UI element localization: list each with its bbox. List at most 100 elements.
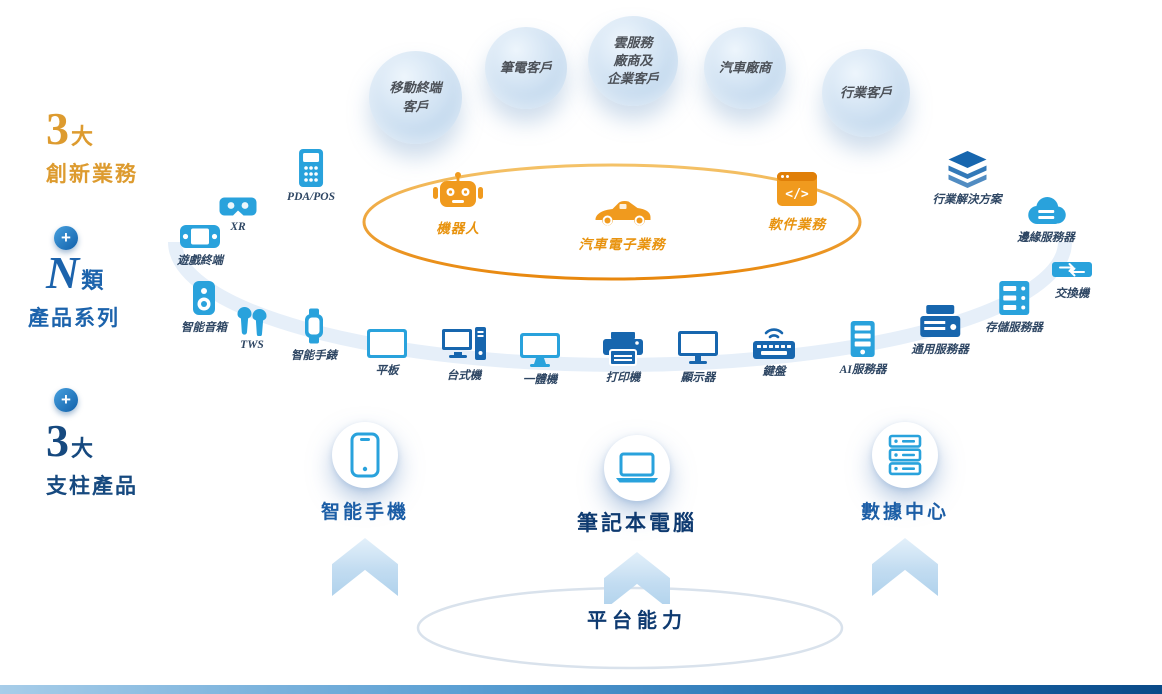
monitor-icon bbox=[677, 330, 719, 366]
product-monitor: 顯示器 bbox=[677, 330, 719, 385]
product-all-in-one: 一體機 bbox=[519, 332, 561, 387]
pillar-products-heading: 3大 支柱產品 bbox=[46, 418, 138, 500]
smart-speaker-icon bbox=[192, 280, 216, 316]
pillar-heading-number: 3大 bbox=[46, 418, 138, 464]
series-number: N bbox=[46, 247, 80, 298]
product-label: 打印機 bbox=[605, 372, 641, 384]
data-center-icon bbox=[888, 434, 922, 476]
product-label: 台式機 bbox=[446, 370, 482, 382]
innovation-label: 軟件業務 bbox=[768, 217, 826, 232]
innovation-label: 機器人 bbox=[436, 221, 480, 236]
product-pda-pos: PDA/POS bbox=[287, 148, 335, 203]
laptop-icon bbox=[614, 452, 660, 484]
keyboard-icon bbox=[752, 326, 796, 360]
product-tws: TWS bbox=[236, 306, 268, 351]
product-storage-server: 存儲服務器 bbox=[985, 280, 1043, 335]
product-label: TWS bbox=[240, 339, 264, 351]
product-label: 通用服務器 bbox=[911, 344, 969, 356]
bubble-label: 汽車廠商 bbox=[718, 59, 771, 75]
printer-icon bbox=[602, 331, 644, 366]
bubble-label: 行業客戶 bbox=[839, 84, 892, 100]
product-game-terminal: 遊戲終端 bbox=[177, 224, 223, 268]
product-label: 存儲服務器 bbox=[985, 322, 1043, 334]
innovation-number: 3 bbox=[46, 103, 69, 154]
car-icon bbox=[591, 198, 653, 228]
product-label: 交換機 bbox=[1054, 288, 1090, 300]
pillar-laptop bbox=[604, 435, 670, 501]
product-label: XR bbox=[230, 221, 246, 233]
customer-bubble-automaker: 汽車廠商 bbox=[704, 27, 786, 109]
innovation-businesses-heading: 3大 創新業務 bbox=[46, 106, 138, 188]
product-ai-server: AI服務器 bbox=[839, 320, 887, 377]
bubble-label: 移動終端 客戶 bbox=[389, 80, 442, 114]
pos-terminal-icon bbox=[298, 148, 324, 188]
product-smartwatch: 智能手錶 bbox=[291, 308, 337, 363]
tablet-icon bbox=[366, 328, 408, 359]
product-label: 邊緣服務器 bbox=[1017, 232, 1075, 244]
innovation-label: 汽車電子業務 bbox=[578, 237, 666, 252]
product-edge-server: 邊緣服務器 bbox=[1017, 194, 1075, 245]
robot-icon bbox=[432, 170, 484, 212]
general-server-icon bbox=[919, 304, 961, 338]
innovation-software: </> 軟件業務 bbox=[768, 170, 826, 233]
pillar-data-center-label: 數據中心 bbox=[860, 502, 950, 523]
product-label: 智能手錶 bbox=[291, 350, 337, 362]
ai-server-icon bbox=[850, 320, 876, 358]
edge-server-icon bbox=[1024, 194, 1068, 226]
pillar-laptop-label: 筆記本電腦 bbox=[577, 512, 697, 535]
product-smart-speaker: 智能音箱 bbox=[181, 280, 227, 335]
product-industry-solution: 行業解決方案 bbox=[933, 150, 1002, 207]
product-printer: 打印機 bbox=[602, 331, 644, 385]
all-in-one-icon bbox=[519, 332, 561, 368]
product-label: 平板 bbox=[375, 365, 399, 377]
series-heading-number: N類 bbox=[28, 250, 120, 296]
series-heading-text: 產品系列 bbox=[28, 306, 120, 330]
pillar-unit: 大 bbox=[71, 436, 94, 461]
customer-bubble-industry: 行業客戶 bbox=[822, 49, 910, 137]
pillar-smartphone bbox=[332, 422, 398, 488]
innovation-robot: 機器人 bbox=[432, 170, 484, 237]
pillar-smartphone-label: 智能手機 bbox=[320, 502, 410, 523]
product-desktop: 台式機 bbox=[441, 326, 487, 383]
customer-bubble-cloud-enterprise: 雲服務 廠商及 企業客戶 bbox=[588, 16, 678, 106]
product-network-switch: 交換機 bbox=[1051, 256, 1093, 301]
product-label: 鍵盤 bbox=[762, 366, 786, 378]
game-console-icon bbox=[179, 224, 221, 249]
bottom-gradient-bar bbox=[0, 685, 1162, 694]
product-label: 智能音箱 bbox=[181, 322, 227, 334]
solution-layers-icon bbox=[946, 150, 988, 188]
product-label: 行業解決方案 bbox=[932, 194, 1002, 206]
network-switch-icon bbox=[1051, 256, 1093, 282]
innovation-auto-electronics: 汽車電子業務 bbox=[579, 198, 666, 253]
pillar-data-center bbox=[872, 422, 938, 488]
innovation-heading-text: 創新業務 bbox=[46, 162, 138, 186]
series-unit: 類 bbox=[81, 268, 104, 293]
product-keyboard: 鍵盤 bbox=[752, 326, 796, 379]
product-xr: XR bbox=[219, 196, 257, 233]
product-label: 一體機 bbox=[522, 374, 558, 386]
svg-text:</>: </> bbox=[785, 187, 809, 202]
innovation-heading-number: 3大 bbox=[46, 106, 138, 152]
product-label: PDA/POS bbox=[287, 191, 335, 203]
smartphone-icon bbox=[350, 432, 380, 478]
platform-capability-label: 平台能力 bbox=[577, 604, 697, 633]
product-label: 遊戲終端 bbox=[177, 255, 223, 267]
customer-bubble-laptop: 筆電客戶 bbox=[485, 27, 567, 109]
plus-icon: + bbox=[54, 388, 78, 412]
code-icon: </> bbox=[776, 170, 818, 208]
product-label: 顯示器 bbox=[680, 372, 716, 384]
earbuds-icon bbox=[236, 306, 268, 336]
smartwatch-icon bbox=[302, 308, 326, 344]
innovation-unit: 大 bbox=[71, 124, 94, 149]
product-label: AI服務器 bbox=[839, 364, 887, 376]
customer-bubble-mobile-terminal: 移動終端 客戶 bbox=[369, 51, 462, 144]
plus-icon: + bbox=[54, 226, 78, 250]
pillar-number: 3 bbox=[46, 415, 69, 466]
product-general-server: 通用服務器 bbox=[911, 304, 969, 357]
bubble-label: 筆電客戶 bbox=[499, 59, 552, 75]
product-series-heading: N類 產品系列 bbox=[28, 250, 120, 332]
pillar-heading-text: 支柱產品 bbox=[46, 474, 138, 498]
innovation-ellipse bbox=[362, 163, 862, 281]
product-tablet: 平板 bbox=[366, 328, 408, 378]
